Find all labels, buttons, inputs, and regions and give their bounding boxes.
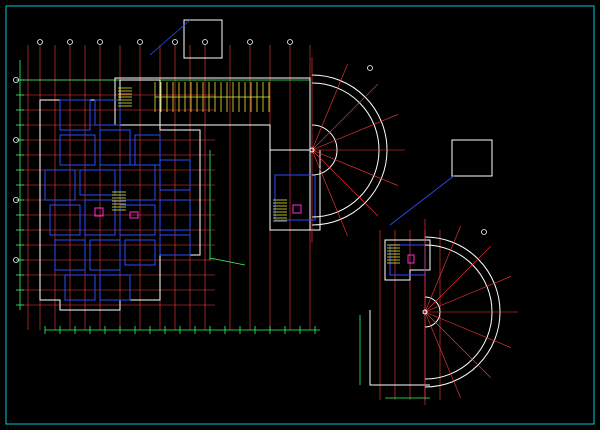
lower-building-body <box>369 310 430 386</box>
fixture <box>407 254 415 264</box>
room-cell <box>54 239 86 271</box>
outer-frame <box>5 5 595 425</box>
room-cell <box>59 134 96 166</box>
fan-wing-lower-radial <box>424 311 461 399</box>
fan-wing-upper-radial <box>311 149 399 186</box>
room-cell <box>59 99 91 131</box>
lower-building-outline <box>384 239 431 281</box>
dimension-lines <box>16 60 430 399</box>
axis-bubble <box>13 257 19 263</box>
leader-line <box>389 174 456 226</box>
axis-grid <box>20 45 441 400</box>
fixture <box>94 207 104 217</box>
fan-wing-upper-center <box>309 147 315 153</box>
axis-bubble <box>202 39 208 45</box>
axis-bubble <box>367 65 373 71</box>
title-box-top <box>183 19 223 59</box>
axis-bubble <box>97 39 103 45</box>
axis-bubble <box>13 77 19 83</box>
room-cell <box>159 234 191 256</box>
title-box-right <box>451 139 493 177</box>
room-cell <box>89 239 121 271</box>
room-cell <box>274 174 316 221</box>
room-cell <box>159 199 191 231</box>
fan-wing-lower-radial <box>424 246 491 313</box>
fan-wing-lower-radial <box>424 311 512 348</box>
axis-bubble <box>287 39 293 45</box>
fan-wing-upper-radial <box>311 63 348 151</box>
room-cell <box>64 274 96 301</box>
fan-wing-upper-radial <box>311 84 378 151</box>
axis-bubble <box>172 39 178 45</box>
fan-wing-upper-radial <box>311 149 378 216</box>
leader-line <box>149 19 191 56</box>
axis-bubble <box>13 197 19 203</box>
room-cell <box>159 159 191 191</box>
room-cell <box>119 164 156 201</box>
fixture-layer <box>94 204 415 264</box>
room-layer <box>44 99 426 301</box>
wall-layer <box>39 19 493 386</box>
leader-line <box>209 257 246 266</box>
fan-wing-upper-radial <box>311 114 399 151</box>
fan-wing-lower-radial <box>424 311 491 378</box>
axis-bubble <box>481 229 487 235</box>
fan-wing-lower-center <box>422 309 428 315</box>
corridor-band <box>114 77 311 151</box>
room-cell <box>99 274 131 301</box>
axis-bubble <box>67 39 73 45</box>
axis-bubble <box>137 39 143 45</box>
room-cell <box>79 169 116 196</box>
room-cell <box>44 169 76 201</box>
fan-wing-lower-radial <box>424 225 461 313</box>
stair-layer <box>112 82 400 264</box>
room-cell <box>134 134 161 166</box>
axis-bubble <box>13 137 19 143</box>
fan-wing-upper-radial <box>311 149 348 237</box>
room-cell <box>49 204 81 236</box>
axis-bubble <box>247 39 253 45</box>
fan-wing-lower-radial <box>424 276 512 313</box>
fixture <box>292 204 302 214</box>
fixture <box>129 211 139 219</box>
room-cell <box>94 99 121 126</box>
mid-connector <box>269 150 321 231</box>
axis-bubble <box>37 39 43 45</box>
room-cell <box>84 199 116 236</box>
room-cell <box>99 129 131 166</box>
fan-wing-layer <box>149 19 518 405</box>
axis-bubbles <box>13 39 487 263</box>
room-cell <box>119 204 156 236</box>
room-cell <box>124 239 156 266</box>
